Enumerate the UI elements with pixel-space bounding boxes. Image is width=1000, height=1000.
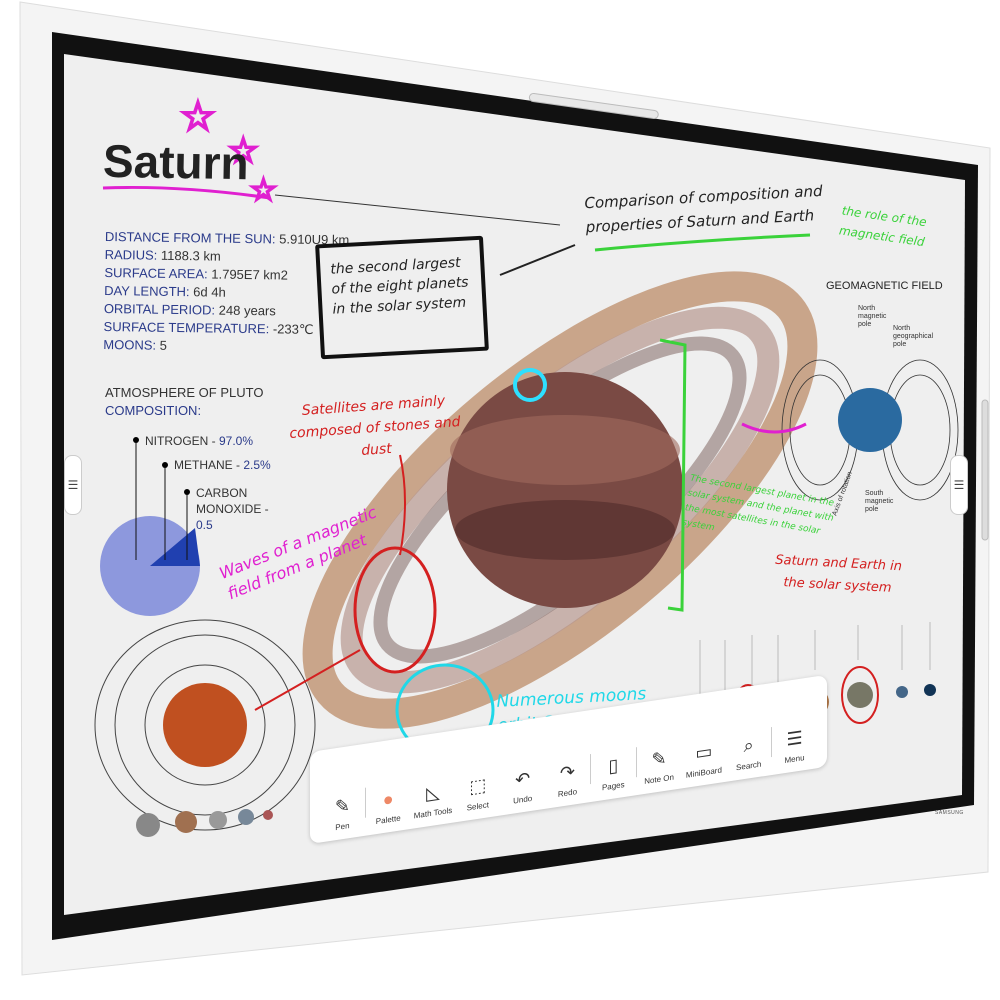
- label-north-geographical: North geographical pole: [893, 325, 934, 348]
- facts-list: DISTANCE FROM THE SUN: 5.910U9 km RADIUS…: [103, 228, 349, 357]
- label-north-magnetic: North magnetic pole: [858, 305, 887, 328]
- search-icon: ⌕: [743, 734, 754, 757]
- tool-pen[interactable]: ✎Pen: [334, 795, 350, 833]
- document-icon: ▭: [695, 740, 713, 764]
- page-title: Saturn: [102, 134, 250, 190]
- tool-menu[interactable]: ☰Menu: [784, 727, 805, 766]
- svg-text:☆: ☆: [228, 132, 258, 170]
- note-box: the second largest of the eight planets …: [315, 235, 489, 360]
- gas-methane: METHANE - 2.5%: [174, 458, 271, 472]
- pen-icon: ✎: [334, 795, 350, 818]
- ruler-icon: ◺: [426, 781, 440, 804]
- stylus-pen: [528, 93, 659, 119]
- redo-icon: ↷: [559, 761, 576, 784]
- saturn-planet: [447, 372, 683, 608]
- satellites-note: Satellites are mainly composed of stones…: [288, 393, 462, 459]
- tool-redo[interactable]: ↷Redo: [557, 761, 578, 799]
- note-on-icon: ✎: [651, 747, 667, 770]
- tool-undo[interactable]: ↶Undo: [513, 768, 533, 806]
- tool-pages[interactable]: ▯Pages: [601, 754, 625, 793]
- saturn-earth-note: Saturn and Earth in the solar system: [774, 552, 903, 596]
- gas-nitrogen: NITROGEN - 97.0%: [145, 434, 254, 448]
- atmosphere-heading: ATMOSPHERE OF PLUTO COMPOSITION:: [105, 385, 264, 418]
- pages-icon: ▯: [608, 754, 619, 777]
- fact-row: MOONS: 5: [103, 336, 168, 353]
- brand-logo: SAMSUNG: [935, 810, 964, 816]
- label-south-magnetic: South magnetic pole: [865, 490, 894, 513]
- tool-palette[interactable]: ●Palette: [375, 788, 401, 827]
- tool-math-tools[interactable]: ◺Math Tools: [413, 781, 453, 821]
- palette-icon: ●: [382, 788, 394, 811]
- right-side-menu-button[interactable]: ☰: [950, 455, 968, 515]
- stylus-pen-side: [981, 399, 989, 541]
- solar-system-diagram: [94, 619, 316, 831]
- geomagnetic-title: GEOMAGNETIC FIELD: [826, 280, 943, 292]
- gas-carbon-monoxide: CARBON MONOXIDE - 0.5: [196, 486, 269, 532]
- left-side-menu-button[interactable]: ☰: [64, 455, 82, 515]
- menu-icon: ☰: [786, 727, 803, 750]
- select-icon: ⬚: [469, 774, 487, 798]
- tool-select[interactable]: ⬚Select: [466, 774, 489, 813]
- svg-text:☆: ☆: [250, 174, 277, 207]
- tool-note-on[interactable]: ✎Note On: [644, 747, 674, 787]
- tool-search[interactable]: ⌕Search: [736, 734, 762, 773]
- undo-icon: ↶: [515, 768, 531, 791]
- tool-miniboard[interactable]: ▭MiniBoard: [685, 740, 722, 780]
- svg-text:☆: ☆: [180, 95, 216, 139]
- earth-image: [838, 388, 902, 452]
